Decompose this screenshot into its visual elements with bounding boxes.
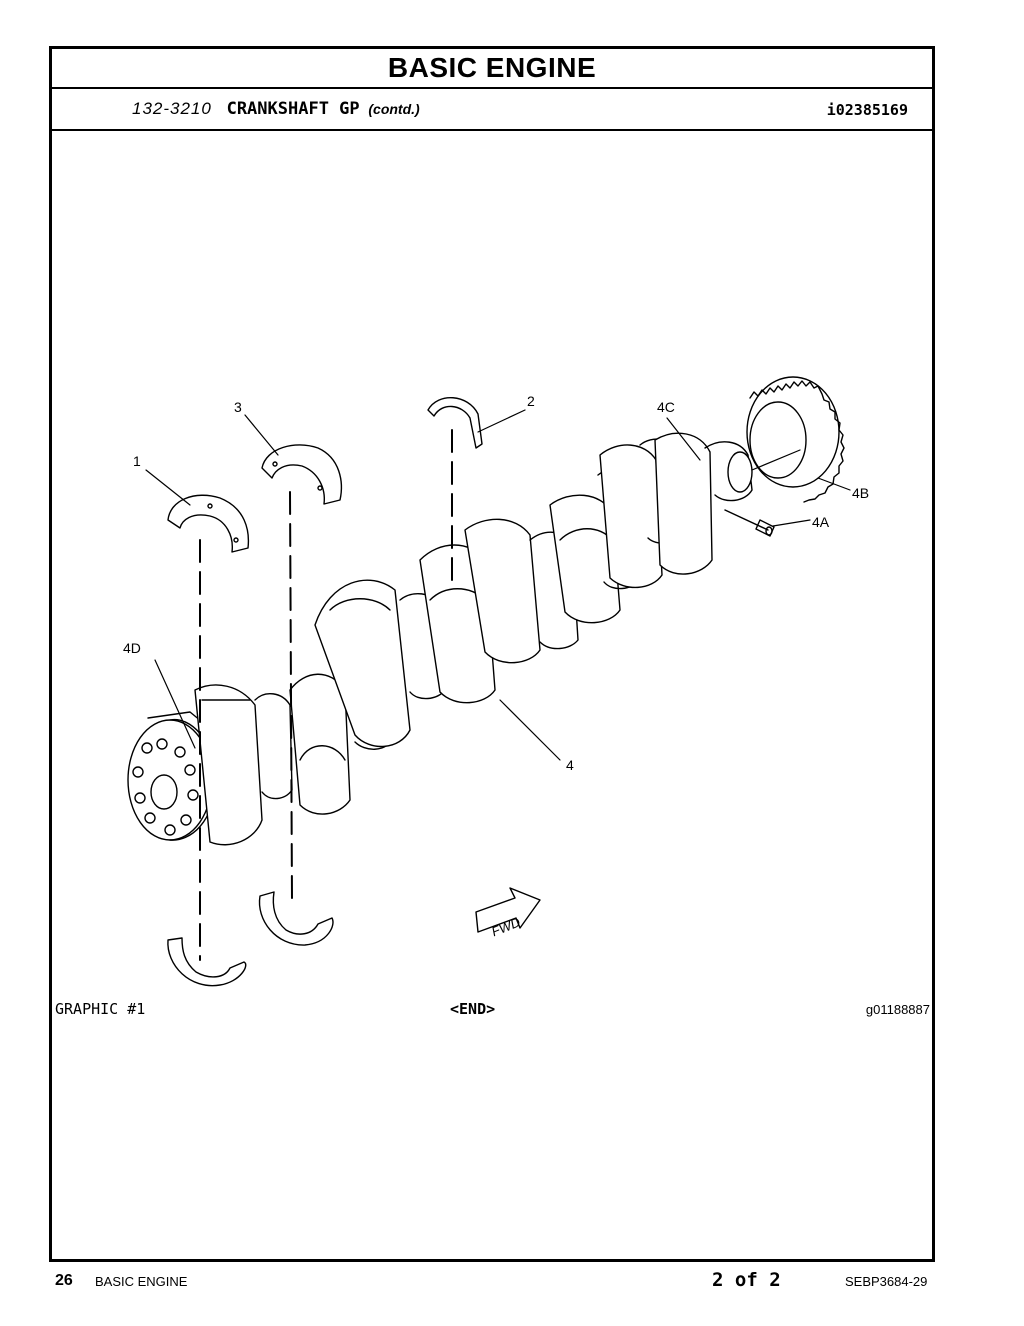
part-number: 132-3210 — [132, 99, 212, 118]
continued-label: (contd.) — [368, 101, 420, 117]
page-frame: BASIC ENGINE 132-3210 CRANKSHAFT GP (con… — [49, 46, 935, 1262]
forward-arrow-icon — [475, 887, 541, 933]
callout-4a: 4A — [812, 514, 830, 530]
callout-3: 3 — [234, 399, 242, 415]
footer-section: BASIC ENGINE — [95, 1274, 188, 1289]
footer-page-of: 2 of 2 — [712, 1269, 781, 1291]
part-heading: 132-3210 CRANKSHAFT GP (contd.) — [132, 99, 420, 119]
thrust-washer-2 — [427, 396, 483, 449]
footer-document-number: SEBP3684-29 — [845, 1274, 928, 1289]
crankshaft-gear — [746, 376, 845, 503]
bearing-3-upper — [261, 444, 343, 505]
callout-4d: 4D — [123, 640, 141, 656]
crankshaft — [127, 432, 775, 846]
graphic-label: GRAPHIC #1 — [55, 1000, 146, 1018]
callout-4c: 4C — [657, 399, 675, 415]
bearing-lower-left — [167, 937, 247, 987]
callout-2: 2 — [527, 393, 535, 409]
illustration-id: i02385169 — [826, 101, 908, 119]
page-title: BASIC ENGINE — [387, 52, 597, 83]
part-name: CRANKSHAFT GP — [226, 99, 360, 119]
bearing-1-upper — [167, 494, 250, 553]
bearing-lower-right — [258, 891, 334, 946]
title-bar: BASIC ENGINE — [52, 49, 932, 89]
subtitle-bar: 132-3210 CRANKSHAFT GP (contd.) i0238516… — [52, 87, 932, 131]
callout-4: 4 — [566, 757, 574, 773]
graphic-number: g01188887 — [865, 1002, 930, 1017]
callout-1: 1 — [133, 453, 141, 469]
callout-4b: 4B — [852, 485, 869, 501]
footer-page-number: 26 — [55, 1272, 73, 1289]
end-label: <END> — [450, 1000, 496, 1018]
